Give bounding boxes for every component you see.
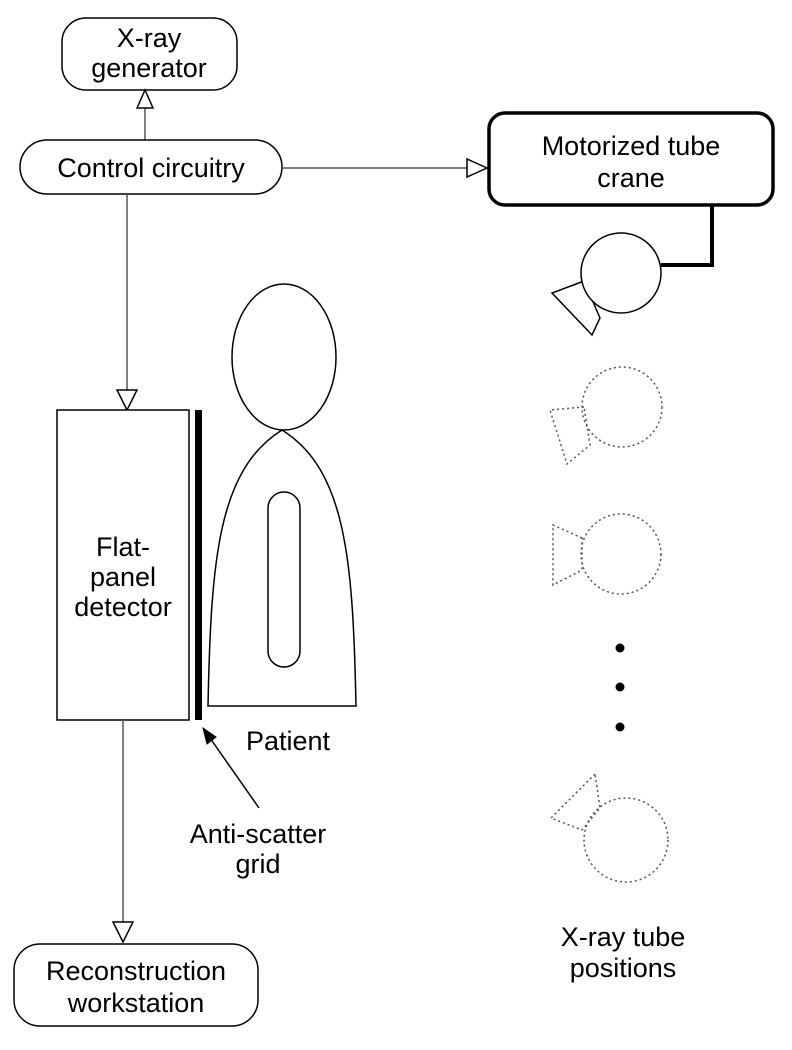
detector-arrowhead [115,389,139,412]
xray-tube-position-3 [552,513,662,595]
grid-pointer-line [209,737,260,809]
ellipsis-dot-3 [615,722,625,732]
grid-label-line2: grid [235,849,280,879]
motorized-crane-label-line2: crane [597,163,665,193]
tube-positions-label-line1: X-ray tube [561,922,686,952]
patient-figure [207,283,357,707]
ellipsis-dot-2 [615,682,625,692]
xray-generator-label-line2: generator [91,53,207,83]
detector-label-line3: detector [74,592,172,622]
reconstruction-arrowhead [111,921,135,944]
xray-tube-active [550,232,662,337]
flat-panel-detector-node: Flat- panel detector [56,409,190,721]
detector-label-line1: Flat- [96,532,150,562]
control-circuitry-node: Control circuitry [19,139,283,195]
tube-housing-3 [580,513,662,595]
patient-head [231,283,337,431]
ellipsis-dot-1 [615,643,625,653]
generator-arrowhead [135,88,155,109]
xray-tube-position-2 [549,366,663,466]
grid-label-line1: Anti-scatter [190,819,327,849]
patient-label: Patient [246,726,331,756]
xray-generator-label-line1: X-ray [117,23,182,53]
xray-generator-node: X-ray generator [61,17,238,91]
control-circuitry-label: Control circuitry [57,153,245,183]
crane-arm [661,205,714,267]
anti-scatter-grid-bar [195,410,202,720]
tube-positions-label-line2: positions [570,953,677,983]
detector-label-line2: panel [90,562,156,592]
reconstruction-label-line1: Reconstruction [46,956,226,986]
motorized-crane-label-line1: Motorized tube [542,131,721,161]
tube-housing-last [583,797,669,883]
tube-housing-2 [581,366,663,448]
tube-cone-last [549,772,601,831]
patient-arm [267,491,301,668]
xray-tube-position-last [549,772,669,883]
reconstruction-workstation-node: Reconstruction workstation [13,943,259,1027]
tube-housing-active [580,232,662,314]
motorized-crane-node: Motorized tube crane [487,111,775,207]
tube-cone-3 [552,523,583,587]
reconstruction-label-line2: workstation [67,988,205,1018]
crane-arrowhead [466,157,489,179]
grid-pointer-arrowhead [202,726,217,745]
tube-cone-2 [549,406,591,466]
